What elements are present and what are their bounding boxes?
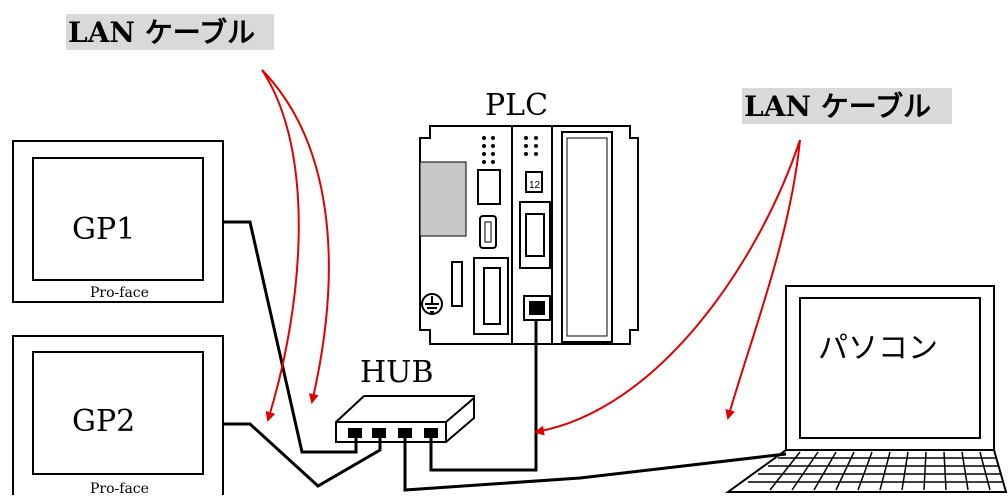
gp1-brand: Pro-face xyxy=(90,285,149,301)
lan-cable-arrows xyxy=(261,69,801,436)
cable-hub-plc xyxy=(429,320,538,472)
ground-symbol-icon xyxy=(421,293,443,315)
gp2-brand: Pro-face xyxy=(90,481,149,495)
cable-hub-pc xyxy=(403,438,787,492)
lan-cable-label-right-text: LAN ケーブル xyxy=(744,90,931,123)
pc-laptop: パソコン xyxy=(724,285,1008,493)
arrow-left-to-gp2-cable xyxy=(261,69,300,422)
cable-gp2-hub xyxy=(223,422,382,488)
gp2-label: GP2 xyxy=(72,404,135,439)
plc-led-dots-right xyxy=(524,136,538,156)
lan-cables xyxy=(223,220,787,492)
plc-unit: PLC xyxy=(419,88,639,345)
arrow-right-to-plc-cable xyxy=(534,139,801,436)
arrow-right-to-pc-cable xyxy=(725,139,801,420)
plc-led-dots-left xyxy=(482,136,495,164)
hub-device: HUB xyxy=(335,355,475,443)
lan-cable-label-left-text: LAN ケーブル xyxy=(68,16,255,49)
lan-cable-label-left: LAN ケーブル xyxy=(66,14,274,50)
hub-label: HUB xyxy=(360,355,434,390)
cable-gp1-hub xyxy=(223,220,358,454)
arrow-left-to-gp1-cable xyxy=(261,69,330,404)
pc-keyboard-grid xyxy=(748,451,1002,491)
plc-port-number: 12 xyxy=(529,180,541,191)
pc-label: パソコン xyxy=(818,331,938,366)
gp1-display: GP1 Pro-face xyxy=(12,140,224,303)
lan-cable-label-right: LAN ケーブル xyxy=(742,88,952,124)
gp2-display: GP2 Pro-face xyxy=(12,335,224,498)
plc-label: PLC xyxy=(485,88,548,123)
gp1-label: GP1 xyxy=(72,212,135,247)
